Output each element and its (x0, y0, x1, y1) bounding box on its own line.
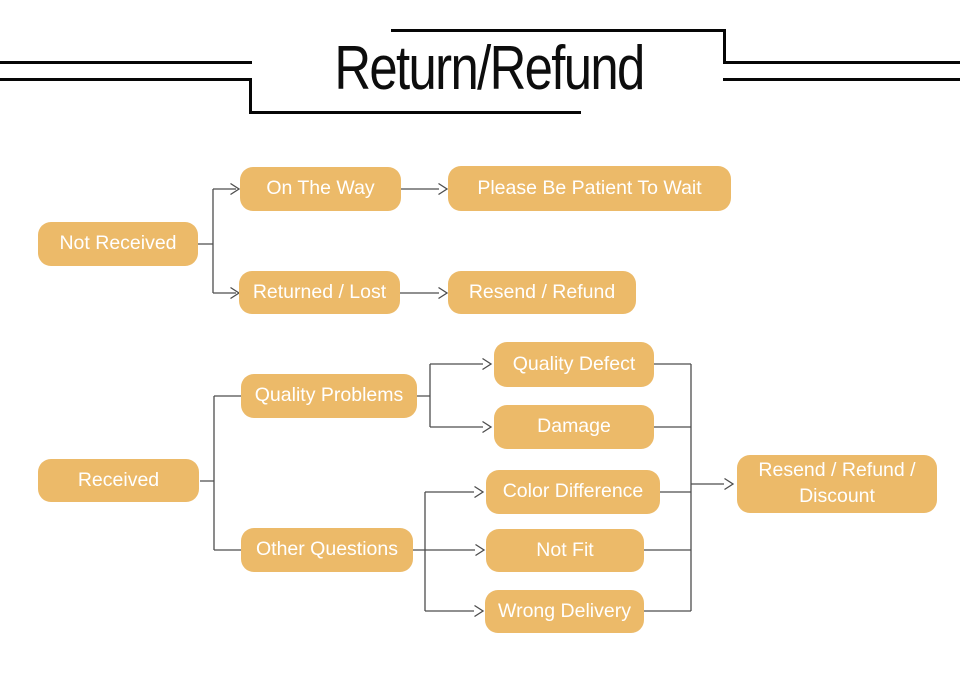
node-wrong-delivery: Wrong Delivery (485, 590, 644, 633)
arrowhead-resend-refund-discount (724, 477, 735, 491)
node-other-questions: Other Questions (241, 528, 413, 572)
connector-quality-problems-branches (417, 363, 483, 428)
node-damage-label: Damage (537, 415, 611, 438)
title-ornament-bottom-line (249, 111, 581, 114)
node-color-difference-label: Color Difference (502, 480, 644, 503)
page-title-text: Return/Refund (334, 34, 645, 103)
node-resend-refund-discount: Resend / Refund / Discount (737, 455, 937, 513)
node-quality-problems: Quality Problems (241, 374, 417, 418)
node-received: Received (38, 459, 199, 502)
node-received-label: Received (77, 468, 160, 491)
arrowhead-on-the-way-and-returned-lost (230, 182, 241, 300)
node-returned-lost-label: Returned / Lost (252, 280, 387, 303)
arrowhead-color-difference-not-fit-wrong-delivery (474, 485, 486, 618)
title-ornament-right-upper-line (723, 61, 960, 64)
node-not-fit: Not Fit (486, 529, 644, 572)
node-not-received-label: Not Received (59, 232, 177, 255)
title-ornament-right-lower-line (723, 78, 960, 81)
connector-not-received-branches (198, 188, 236, 294)
node-returned-lost: Returned / Lost (239, 271, 400, 314)
node-wrong-delivery-label: Wrong Delivery (498, 599, 631, 622)
node-please-wait-label: Please Be Patient To Wait (477, 176, 702, 199)
node-quality-defect: Quality Defect (494, 342, 654, 387)
node-on-the-way: On The Way (240, 167, 401, 211)
node-not-fit-label: Not Fit (536, 538, 594, 561)
node-please-wait: Please Be Patient To Wait (448, 166, 731, 211)
arrowhead-quality-defect-and-damage (482, 357, 493, 434)
title-ornament-left-upper-line (0, 61, 252, 64)
node-on-the-way-label: On The Way (266, 177, 375, 200)
page-title: Return/Refund (300, 36, 677, 101)
connector-received-branches (200, 395, 241, 551)
connector-collector-bus (644, 363, 724, 612)
node-color-difference: Color Difference (486, 470, 660, 514)
node-resend-refund-label: Resend / Refund (468, 280, 616, 303)
node-not-received: Not Received (38, 222, 198, 266)
node-other-questions-label: Other Questions (256, 538, 398, 561)
node-quality-problems-label: Quality Problems (254, 384, 404, 407)
node-quality-defect-label: Quality Defect (512, 352, 636, 375)
node-damage: Damage (494, 405, 654, 449)
title-ornament-left-lower-line (0, 78, 252, 81)
node-resend-refund-discount-label: Resend / Refund / Discount (758, 459, 916, 507)
title-ornament-top-line (391, 29, 726, 32)
connector-other-questions-branches (413, 491, 475, 612)
arrowhead-please-wait (438, 182, 449, 196)
node-resend-refund: Resend / Refund (448, 271, 636, 314)
title-ornament-right-vertical (723, 29, 726, 64)
arrowhead-resend-refund (438, 286, 449, 300)
title-ornament-left-vertical (249, 78, 252, 114)
